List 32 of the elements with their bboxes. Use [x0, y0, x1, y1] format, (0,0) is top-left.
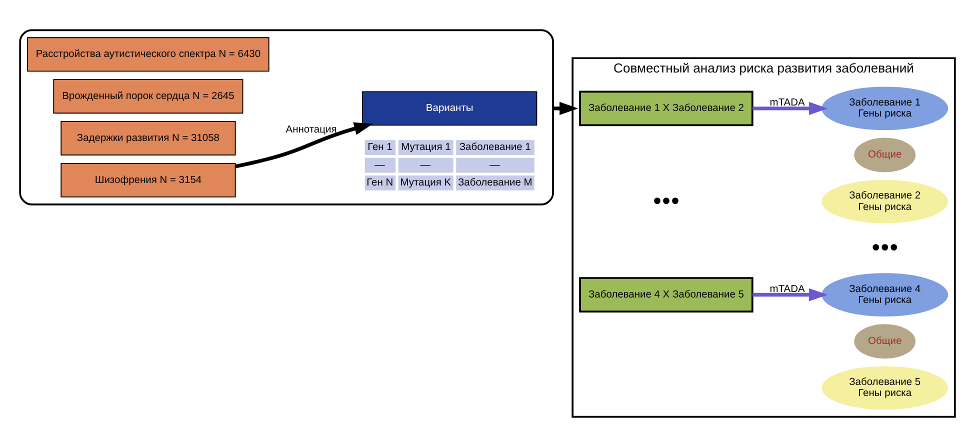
label: Мутация 1	[401, 142, 451, 153]
node-box: Заболевание 1 X Заболевание 2	[579, 90, 754, 126]
arrow	[752, 101, 828, 114]
node-box: Врожденный порок сердца N = 2645	[53, 78, 244, 114]
label: ●●●	[871, 239, 898, 256]
node-ellipse: Заболевание 1 Гены риска	[822, 86, 948, 130]
edge-label: mTADA	[770, 283, 805, 294]
node-box: Заболевание 4 X Заболевание 5	[579, 276, 754, 312]
node-box: Шизофрения N = 3154	[60, 162, 236, 197]
node-ellipse: Заболевание 5 Гены риска	[822, 366, 948, 410]
label: —	[490, 159, 500, 170]
label: Заболевание M	[458, 177, 532, 188]
label: —	[374, 159, 385, 170]
node-ellipse: Заболевание 4 Гены риска	[822, 272, 948, 316]
label: Заболевание 1	[459, 142, 531, 153]
node-box: Расстройства аутистического спектра N = 6430	[27, 36, 270, 72]
label: ●●●	[652, 192, 680, 209]
label: Ген 1	[368, 142, 392, 153]
arrow	[553, 101, 578, 114]
node-ellipse: Общие	[854, 137, 916, 172]
label: Ген N	[366, 177, 394, 188]
cluster	[19, 28, 554, 205]
edge-label: Аннотация	[286, 124, 337, 135]
arrow	[235, 122, 373, 168]
node-box: Задержки развития N = 31058	[60, 120, 236, 155]
label: Мутация K	[400, 177, 452, 188]
edge-label: mTADA	[770, 96, 805, 108]
label: —	[420, 159, 430, 170]
node-ellipse: Общие	[854, 324, 916, 358]
node-ellipse: Заболевание 2 Гены риска	[822, 179, 948, 223]
node-box: Варианты	[362, 90, 538, 126]
arrow	[752, 288, 828, 301]
